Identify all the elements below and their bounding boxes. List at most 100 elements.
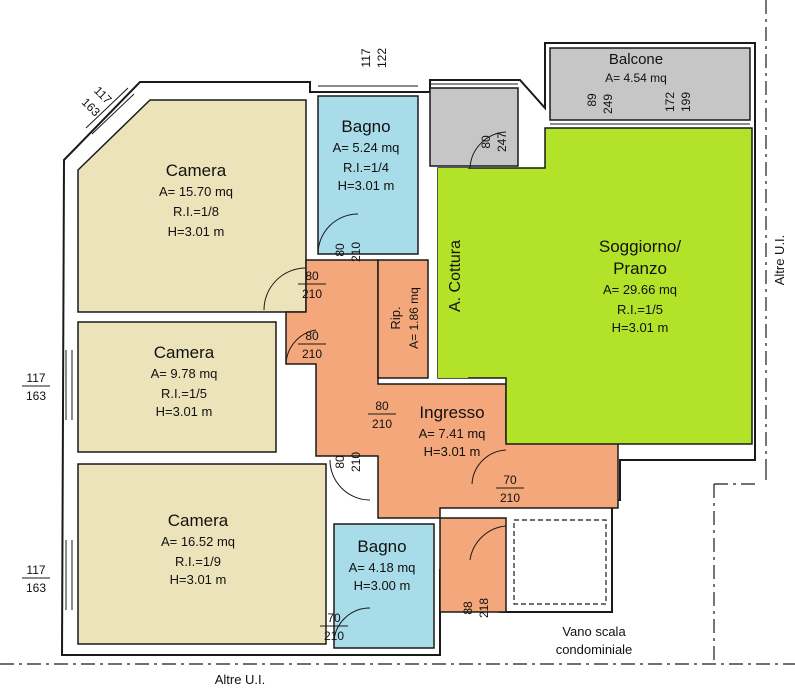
camera-3-h: H=3.01 m [170, 572, 227, 587]
camera-2-ri: R.I.=1/5 [161, 386, 207, 401]
room-camera-1 [77, 99, 307, 313]
door-dim-3-bottom: 210 [372, 417, 392, 431]
room-bagno-1 [317, 95, 419, 255]
window-dim-balcone-1-b: 249 [601, 94, 615, 114]
door-dim-1-top: 80 [305, 269, 319, 283]
door-dim-5-top: 70 [327, 611, 341, 625]
window-dim-top-b: 122 [375, 48, 389, 68]
window-dim-left-2-bottom: 163 [26, 581, 46, 595]
bagno-1-ri: R.I.=1/4 [343, 160, 389, 175]
soggiorno-label: Soggiorno/ Pranzo A= 29.66 mq R.I.=1/5 H… [599, 237, 682, 335]
camera-1-label: Camera A= 15.70 mq R.I.=1/8 H=3.01 m [159, 161, 233, 239]
door-swings [263, 131, 507, 641]
window-dim-balcone-2-a: 172 [663, 92, 677, 112]
bagno-1-area: A= 5.24 mq [333, 140, 400, 155]
door-dim-3: 80 210 [368, 399, 396, 431]
label-altre-bottom: Altre U.I. [215, 672, 266, 687]
bagno-2-label: Bagno A= 4.18 mq H=3.00 m [349, 537, 416, 593]
door-dim-8-bottom: 218 [477, 598, 491, 618]
label-vano-1: Vano scala [562, 624, 626, 639]
rip-area: A= 1.86 mq [407, 287, 421, 349]
window-dim-kitchen-b: 247 [495, 132, 509, 152]
room-rip [377, 259, 429, 379]
door-dim-6: 80 210 [333, 242, 363, 262]
door-dim-2-bottom: 210 [302, 347, 322, 361]
soggiorno-area: A= 29.66 mq [603, 282, 677, 297]
door-dim-3-top: 80 [375, 399, 389, 413]
window-dim-left-2: 117 163 [22, 563, 50, 595]
ingresso-area: A= 7.41 mq [419, 426, 486, 441]
room-vano-scala [513, 519, 607, 605]
window-dim-top-a: 117 [359, 48, 373, 67]
door-dim-4-top: 70 [503, 473, 517, 487]
window-markers [65, 83, 750, 610]
balcone-name: Balcone [609, 51, 663, 68]
camera-3-label: Camera A= 16.52 mq R.I.=1/9 H=3.01 m [161, 511, 235, 587]
door-dim-8-top: 88 [461, 601, 475, 615]
window-dim-balcone-2-b: 199 [679, 92, 693, 112]
window-dim-left-1-top: 117 [26, 371, 45, 385]
soggiorno-ri: R.I.=1/5 [617, 302, 663, 317]
window-dim-balcone-1-a: 89 [585, 93, 599, 107]
door-dim-2: 80 210 [298, 329, 326, 361]
bagno-1-h: H=3.01 m [338, 178, 395, 193]
camera-2-area: A= 9.78 mq [151, 366, 218, 381]
window-dim-balcone-1: 89 249 [585, 93, 615, 114]
bagno-2-h: H=3.00 m [354, 578, 411, 593]
room-camera-2 [77, 321, 277, 453]
door-dim-1: 80 210 [298, 269, 326, 301]
boundary-lines [0, 0, 795, 665]
window-dim-kitchen: 80 247 [479, 132, 509, 152]
balcone-area: A= 4.54 mq [605, 71, 667, 85]
bagno-2-area: A= 4.18 mq [349, 560, 416, 575]
room-corridor-lower [439, 517, 507, 613]
balcone-label: Balcone A= 4.54 mq [605, 51, 667, 85]
door-dim-7-bottom: 210 [349, 452, 363, 472]
bagno-2-name: Bagno [357, 537, 406, 556]
door-dim-1-bottom: 210 [302, 287, 322, 301]
window-dim-left-1-bottom: 163 [26, 389, 46, 403]
ingresso-label: Ingresso A= 7.41 mq H=3.01 m [419, 403, 486, 459]
room-cottura-strip [438, 168, 468, 378]
soggiorno-name-2: Pranzo [613, 259, 667, 278]
door-dim-5: 70 210 [320, 611, 348, 643]
camera-1-h: H=3.01 m [168, 224, 225, 239]
door-dim-4-bottom: 210 [500, 491, 520, 505]
window-dim-top: 117 122 [359, 48, 389, 68]
bagno-1-name: Bagno [341, 117, 390, 136]
window-dim-left-1: 117 163 [22, 371, 50, 403]
door-dim-7: 80 210 [333, 452, 363, 472]
window-dim-balcone-2: 172 199 [663, 92, 693, 112]
room-camera-3 [77, 463, 327, 645]
camera-1-ri: R.I.=1/8 [173, 204, 219, 219]
ingresso-name: Ingresso [419, 403, 484, 422]
door-dim-7-top: 80 [333, 455, 347, 469]
door-dim-6-top: 80 [333, 243, 347, 257]
camera-2-name: Camera [154, 343, 215, 362]
ingresso-h: H=3.01 m [424, 444, 481, 459]
room-balcone [549, 47, 751, 121]
door-dim-4: 70 210 [496, 473, 524, 505]
soggiorno-name: Soggiorno/ [599, 237, 682, 256]
camera-2-h: H=3.01 m [156, 404, 213, 419]
label-altre-right: Altre U.I. [772, 235, 787, 286]
room-bagno-2 [333, 523, 435, 649]
camera-1-name: Camera [166, 161, 227, 180]
label-vano-2: condominiale [556, 642, 633, 657]
cottura-label: A. Cottura [447, 240, 464, 312]
window-dim-kitchen-a: 80 [479, 135, 493, 149]
soggiorno-h: H=3.01 m [612, 320, 669, 335]
window-dim-left-2-top: 117 [26, 563, 45, 577]
door-dim-6-bottom: 210 [349, 242, 363, 262]
camera-3-area: A= 16.52 mq [161, 534, 235, 549]
door-dim-2-top: 80 [305, 329, 319, 343]
camera-3-ri: R.I.=1/9 [175, 554, 221, 569]
door-dim-8: 88 218 [461, 598, 491, 618]
rip-name: Rip. [388, 306, 403, 329]
camera-2-label: Camera A= 9.78 mq R.I.=1/5 H=3.01 m [151, 343, 218, 419]
camera-1-area: A= 15.70 mq [159, 184, 233, 199]
camera-3-name: Camera [168, 511, 229, 530]
room-kitchen-annex [429, 87, 519, 167]
rip-label: Rip. A= 1.86 mq [388, 287, 421, 349]
